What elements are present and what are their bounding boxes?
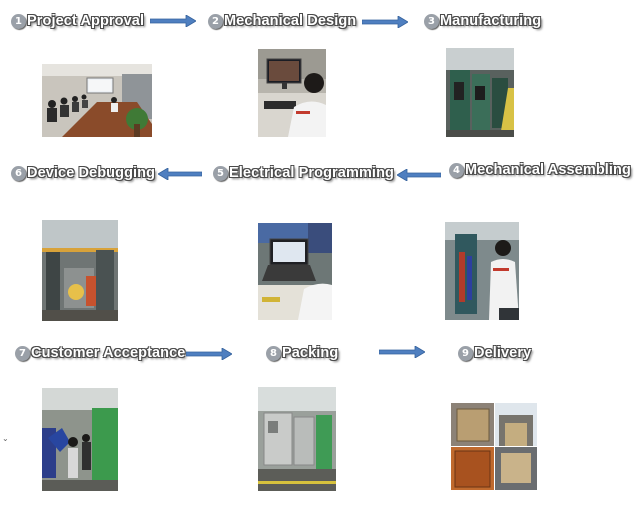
arrow-left-icon (397, 169, 441, 181)
arrow-left-icon (158, 168, 202, 180)
step-number-badge: 9 (458, 345, 473, 361)
programming-laptop-photo (258, 223, 332, 320)
step-number-badge: 7 (15, 345, 30, 361)
step-number-badge: 6 (11, 165, 26, 181)
step-electrical-programming: 5 Electrical Programming (213, 165, 394, 181)
step-mechanical-assembling: 4 Mechanical Assembling (449, 162, 631, 178)
debugging-workshop-photo (42, 220, 118, 321)
step-packing: 8 Packing (266, 345, 338, 361)
step-number-badge: 2 (208, 13, 223, 29)
meeting-room-photo (42, 64, 152, 137)
step-number-badge: 1 (11, 13, 26, 29)
engineer-at-computer-photo (258, 49, 326, 137)
step-number-badge: 5 (213, 165, 228, 181)
arrow-right-icon (379, 346, 425, 358)
step-label: Manufacturing (440, 13, 542, 29)
step-label: Mechanical Design (224, 13, 357, 29)
step-label: Project Approval (27, 13, 145, 29)
step-label: Electrical Programming (229, 165, 394, 181)
step-number-badge: 4 (449, 162, 464, 178)
arrow-right-icon (362, 16, 408, 28)
step-project-approval: 1 Project Approval (11, 13, 144, 29)
step-delivery: 9 Delivery (458, 345, 531, 361)
step-mechanical-design: 2 Mechanical Design (208, 13, 356, 29)
container-loading-photo (451, 403, 537, 490)
step-manufacturing: 3 Manufacturing (424, 13, 541, 29)
step-customer-acceptance: 7 Customer Acceptance (15, 345, 185, 361)
step-label: Customer Acceptance (31, 345, 186, 361)
machining-shop-photo (446, 48, 514, 137)
step-number-badge: 8 (266, 345, 281, 361)
arrow-right-icon (150, 15, 196, 27)
step-label: Device Debugging (27, 165, 156, 181)
assembly-engineer-photo (445, 222, 519, 320)
packed-machines-photo (258, 387, 336, 491)
step-label: Mechanical Assembling (465, 162, 631, 178)
tick-mark: ⌄ (2, 434, 9, 443)
step-number-badge: 3 (424, 13, 439, 29)
step-label: Packing (282, 345, 339, 361)
step-device-debugging: 6 Device Debugging (11, 165, 155, 181)
arrow-right-icon (186, 348, 232, 360)
acceptance-robots-photo (42, 388, 118, 491)
step-label: Delivery (474, 345, 532, 361)
